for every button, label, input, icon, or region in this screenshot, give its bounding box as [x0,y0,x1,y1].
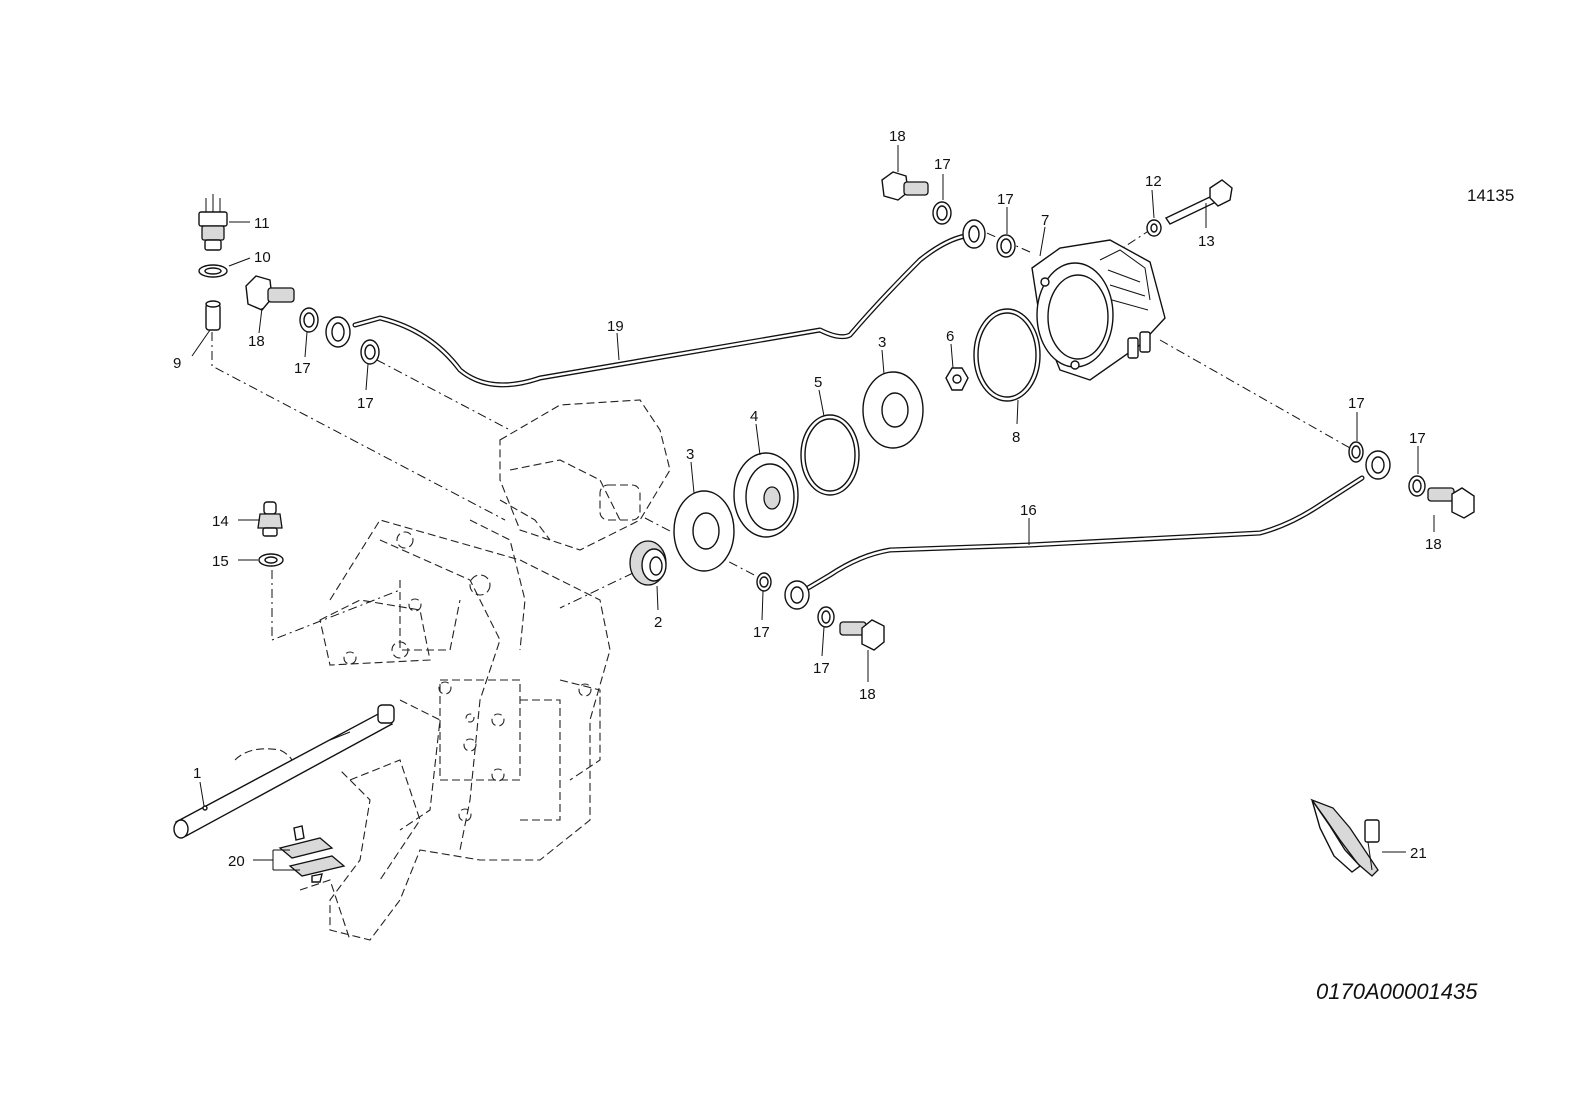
piston-4 [733,452,799,538]
banjo-bolt-18-left [245,275,295,311]
callout-17-d: 17 [997,191,1014,208]
callout-15: 15 [212,553,229,570]
callout-18-right: 18 [1425,536,1442,553]
cylinder-cover-7 [1031,239,1166,381]
shaft-seal-2 [629,540,667,586]
callout-5: 5 [814,374,822,391]
plug-11 [205,300,221,331]
callout-17-e: 17 [753,624,770,641]
callout-16: 16 [1020,502,1037,519]
callout-17-a: 17 [294,360,311,377]
callout-8: 8 [1012,429,1020,446]
callout-18-left: 18 [248,333,265,350]
pipe-16 [784,450,1391,610]
callout-20: 20 [228,853,245,870]
callout-6: 6 [946,328,954,345]
pipe-19 [325,219,986,388]
callout-3-upper: 3 [878,334,886,351]
callout-14: 14 [212,513,229,530]
callout-17-c: 17 [934,156,951,173]
callout-12: 10 [254,249,271,266]
drawing-code: 0170A00001435 [1316,979,1478,1004]
callout-17-h: 17 [1409,430,1426,447]
callout-17-f: 17 [813,660,830,677]
callout-10: 13 [1198,233,1215,250]
callout-18-top: 18 [889,128,906,145]
transmission-housing-ghost [234,399,671,941]
callout-3-lower: 3 [686,446,694,463]
leader-lines [191,145,1435,871]
callout-13: 11 [254,215,270,232]
callout-9: 12 [1145,173,1162,190]
pressure-switch-13 [198,194,228,251]
callout-labels: 11 10 9 18 17 17 19 18 17 17 7 12 13 6 8… [173,128,1442,870]
callout-1: 1 [193,765,201,782]
callout-2: 2 [654,614,662,631]
reference-number: 14135 [1467,186,1514,205]
callout-18-lower: 18 [859,686,876,703]
assembly-axis-lines [211,229,1351,641]
bolt-10 [1164,179,1233,225]
clips-20 [278,825,346,883]
nut-6 [945,367,969,391]
callout-4: 4 [750,408,758,425]
callout-7: 7 [1041,212,1049,229]
banjo-bolt-18-top [881,171,929,201]
callout-19: 19 [607,318,624,335]
callout-17-g: 17 [1348,395,1365,412]
banjo-bolt-18-right [1427,487,1475,519]
callout-17-b: 17 [357,395,374,412]
callout-21: 21 [1410,845,1427,862]
callout-11: 9 [173,355,181,372]
shift-rod-1 [173,704,395,839]
banjo-bolt-18-lower [839,619,885,651]
cable-tie-21 [1310,798,1380,877]
breather-14 [257,501,283,537]
